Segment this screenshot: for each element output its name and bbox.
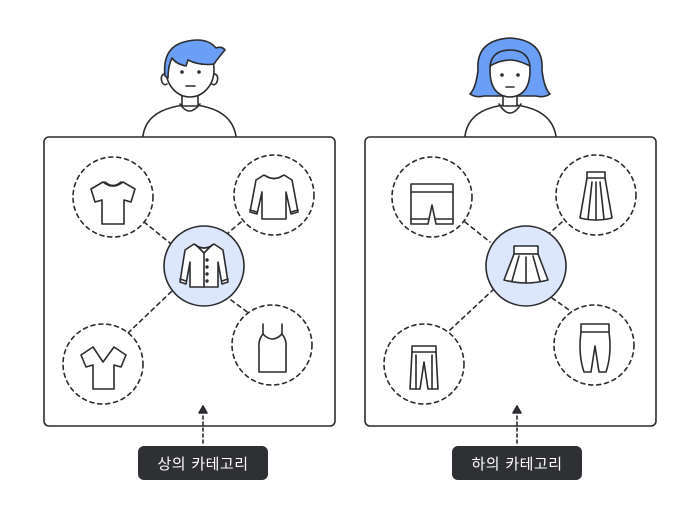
tops-group xyxy=(43,39,336,447)
shorts-icon xyxy=(410,183,454,225)
tops-connectors xyxy=(127,221,251,334)
skirt-icon xyxy=(503,245,549,284)
tank-top-circle[interactable] xyxy=(231,304,313,386)
bottoms-category-label[interactable]: 하의 카테고리 xyxy=(452,446,582,480)
cardigan-icon xyxy=(179,243,229,288)
tshirt-icon xyxy=(90,181,136,225)
long-sleeve-shirt-icon xyxy=(249,174,299,220)
vneck-shirt-icon xyxy=(80,346,127,390)
long-sleeve-circle[interactable] xyxy=(233,154,315,236)
woman-icon xyxy=(464,37,557,137)
jeans-icon xyxy=(409,345,439,390)
man-icon xyxy=(142,39,237,137)
tops-category-label[interactable]: 상의 카테고리 xyxy=(138,446,268,480)
vneck-circle[interactable] xyxy=(62,323,144,405)
bottoms-pointer xyxy=(512,405,522,447)
bottoms-group xyxy=(364,37,657,447)
leggings-icon xyxy=(579,323,611,373)
shorts-circle[interactable] xyxy=(391,156,473,238)
long-skirt-icon xyxy=(579,171,613,221)
tshirt-circle[interactable] xyxy=(72,156,154,238)
leggings-circle[interactable] xyxy=(553,304,635,386)
tank-top-icon xyxy=(258,323,287,373)
bottoms-connectors xyxy=(449,221,573,331)
tops-pointer xyxy=(198,405,208,447)
